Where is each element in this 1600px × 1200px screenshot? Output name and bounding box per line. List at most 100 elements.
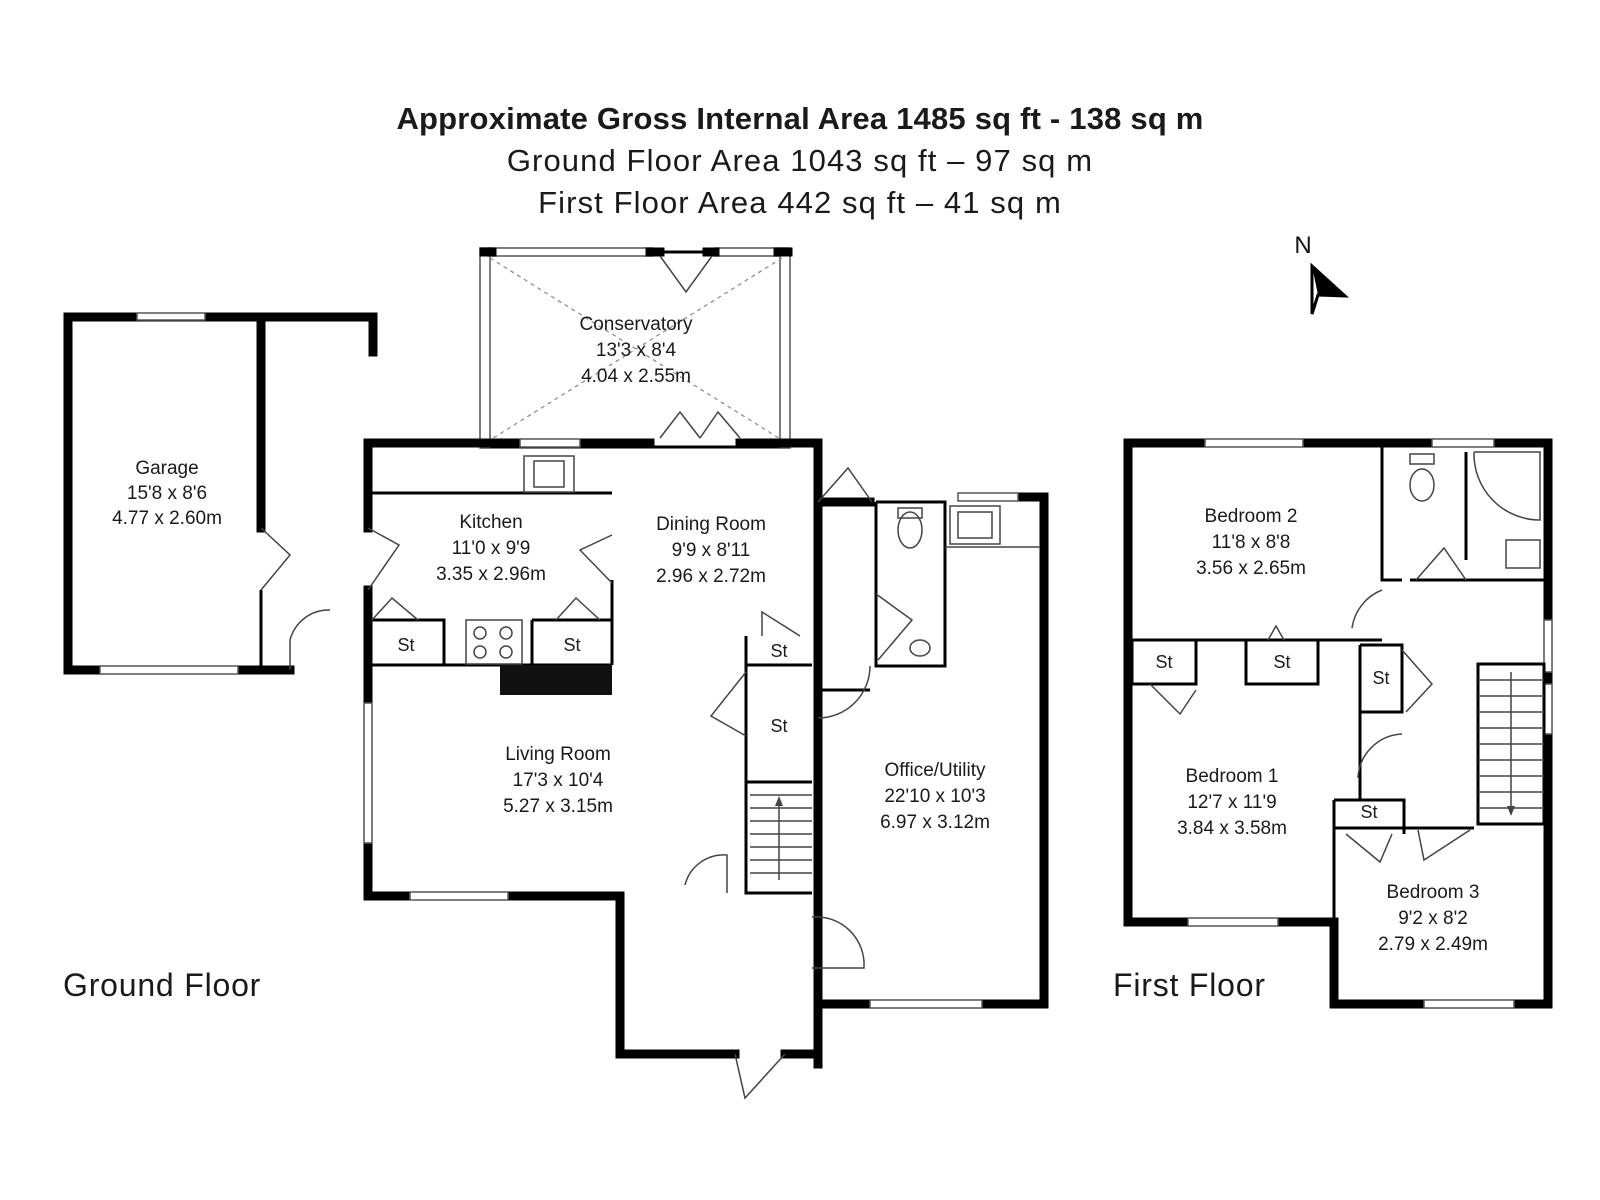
svg-text:22'10 x 10'3: 22'10 x 10'3 — [884, 786, 985, 807]
fstore-door-3 — [1401, 649, 1434, 713]
svg-text:9'2 x 8'2: 9'2 x 8'2 — [1398, 908, 1468, 929]
room-label-bed1: Bedroom 1 12'7 x 11'9 3.84 x 3.58m — [1177, 766, 1287, 839]
ground-floor-plan — [63, 247, 1049, 1100]
first-floor-stairs — [1476, 662, 1546, 826]
wc-basin — [909, 639, 931, 657]
garage-window — [136, 312, 206, 321]
fstore-label-1: St — [1155, 652, 1172, 672]
store-label-1: St — [397, 635, 414, 655]
fstore-door-1 — [1149, 683, 1197, 716]
bed2-window — [1204, 438, 1304, 448]
bed3-door — [1417, 829, 1471, 862]
dining-french-doors — [659, 410, 741, 439]
svg-text:11'8 x 8'8: 11'8 x 8'8 — [1212, 532, 1291, 553]
room-label-conservatory: Conservatory 13'3 x 8'4 4.04 x 2.55m — [580, 314, 693, 387]
garage-side-door — [260, 527, 292, 591]
svg-text:17'3 x 10'4: 17'3 x 10'4 — [513, 770, 604, 791]
store-door-1 — [371, 596, 419, 621]
office-window-top — [957, 492, 1019, 502]
office-external-door — [817, 466, 873, 503]
ground-floor-label: Ground Floor — [63, 967, 261, 1003]
bed1-door — [1357, 733, 1403, 779]
kitchen-window — [519, 438, 581, 448]
svg-text:Office/Utility: Office/Utility — [884, 760, 986, 781]
wc-toilet — [897, 511, 923, 549]
svg-text:Conservatory: Conservatory — [580, 314, 693, 335]
room-label-office: Office/Utility 22'10 x 10'3 6.97 x 3.12m — [880, 760, 990, 833]
store-door-2 — [555, 596, 601, 621]
bathroom-toilet — [1409, 468, 1435, 502]
bed2-door — [1351, 589, 1383, 629]
bed1-window — [1187, 917, 1279, 927]
conservatory-window-right — [779, 247, 791, 449]
svg-text:Garage: Garage — [135, 458, 198, 479]
store-label-2: St — [563, 635, 580, 655]
svg-text:11'0 x 9'9: 11'0 x 9'9 — [452, 538, 531, 559]
conservatory-window-left — [479, 247, 491, 449]
garage-door-window — [99, 665, 239, 675]
svg-text:9'9 x 8'11: 9'9 x 8'11 — [672, 540, 751, 561]
bathroom-door — [1415, 546, 1467, 581]
svg-text:4.77 x 2.60m: 4.77 x 2.60m — [112, 508, 222, 529]
svg-text:13'3 x 8'4: 13'3 x 8'4 — [596, 340, 677, 361]
svg-text:Bedroom 1: Bedroom 1 — [1186, 766, 1279, 787]
bed3-window — [1423, 999, 1515, 1009]
corner-bath — [1473, 451, 1541, 521]
bathroom-basin — [1505, 539, 1541, 569]
kitchen-dining-door — [578, 534, 613, 584]
store-label-3: St — [770, 641, 787, 661]
svg-text:4.04 x 2.55m: 4.04 x 2.55m — [581, 366, 691, 387]
compass-label: N — [1294, 232, 1311, 259]
wc-door — [875, 593, 914, 661]
office-hall-door-2 — [817, 665, 871, 719]
stairs — [750, 794, 812, 880]
svg-text:3.56 x 2.65m: 3.56 x 2.65m — [1196, 558, 1306, 579]
front-door — [734, 1053, 786, 1100]
living-front-window — [409, 891, 509, 901]
svg-text:15'8 x 8'6: 15'8 x 8'6 — [127, 483, 207, 504]
store-label-4: St — [770, 716, 787, 736]
first-floor-plan — [1123, 438, 1553, 1009]
fstore-label-3: St — [1372, 668, 1389, 688]
garage-walls — [63, 312, 378, 675]
room-label-bed2: Bedroom 2 11'8 x 8'8 3.56 x 2.65m — [1196, 506, 1306, 579]
office-hall-door — [811, 916, 865, 969]
landing-window-1 — [1543, 619, 1553, 673]
room-label-kitchen: Kitchen 11'0 x 9'9 3.35 x 2.96m — [436, 512, 546, 585]
office-window-front — [869, 999, 983, 1009]
fstore-door-4 — [1345, 833, 1393, 864]
svg-text:2.79 x 2.49m: 2.79 x 2.49m — [1378, 934, 1488, 955]
living-side-window — [363, 702, 373, 844]
svg-text:12'7 x 11'9: 12'7 x 11'9 — [1187, 792, 1276, 813]
svg-text:3.84 x 3.58m: 3.84 x 3.58m — [1177, 818, 1287, 839]
svg-text:6.97 x 3.12m: 6.97 x 3.12m — [880, 812, 990, 833]
garage-rear-door — [289, 609, 331, 670]
fstore-label-4: St — [1360, 802, 1377, 822]
chimney-breast — [500, 665, 612, 695]
bed2-cupboard-door — [1267, 624, 1285, 641]
svg-text:2.96 x 2.72m: 2.96 x 2.72m — [656, 566, 766, 587]
utility-sink — [949, 505, 1001, 545]
conservatory-window-top — [487, 247, 654, 257]
fstore-label-2: St — [1273, 652, 1290, 672]
room-label-garage: Garage 15'8 x 8'6 4.77 x 2.60m — [112, 458, 222, 529]
store-door-4 — [709, 671, 747, 737]
office-utility-walls — [813, 466, 1049, 1009]
svg-text:Dining Room: Dining Room — [656, 514, 766, 535]
room-label-dining: Dining Room 9'9 x 8'11 2.96 x 2.72m — [656, 514, 766, 587]
store-door-3 — [761, 610, 801, 637]
first-floor-label: First Floor — [1113, 967, 1266, 1003]
room-label-living: Living Room 17'3 x 10'4 5.27 x 3.15m — [503, 744, 613, 817]
conservatory-window-top-right — [714, 247, 781, 257]
svg-text:Bedroom 3: Bedroom 3 — [1387, 882, 1480, 903]
svg-text:Living Room: Living Room — [505, 744, 611, 765]
svg-text:3.35 x 2.96m: 3.35 x 2.96m — [436, 564, 546, 585]
hall-door — [684, 854, 728, 893]
svg-text:Bedroom 2: Bedroom 2 — [1205, 506, 1298, 527]
svg-text:5.27 x 3.15m: 5.27 x 3.15m — [503, 796, 613, 817]
ground-floor-area: Ground Floor Area 1043 sq ft – 97 sq m — [506, 143, 1094, 178]
kitchen-sink — [523, 455, 575, 493]
bathroom-window — [1431, 438, 1495, 448]
svg-text:Kitchen: Kitchen — [459, 512, 522, 533]
